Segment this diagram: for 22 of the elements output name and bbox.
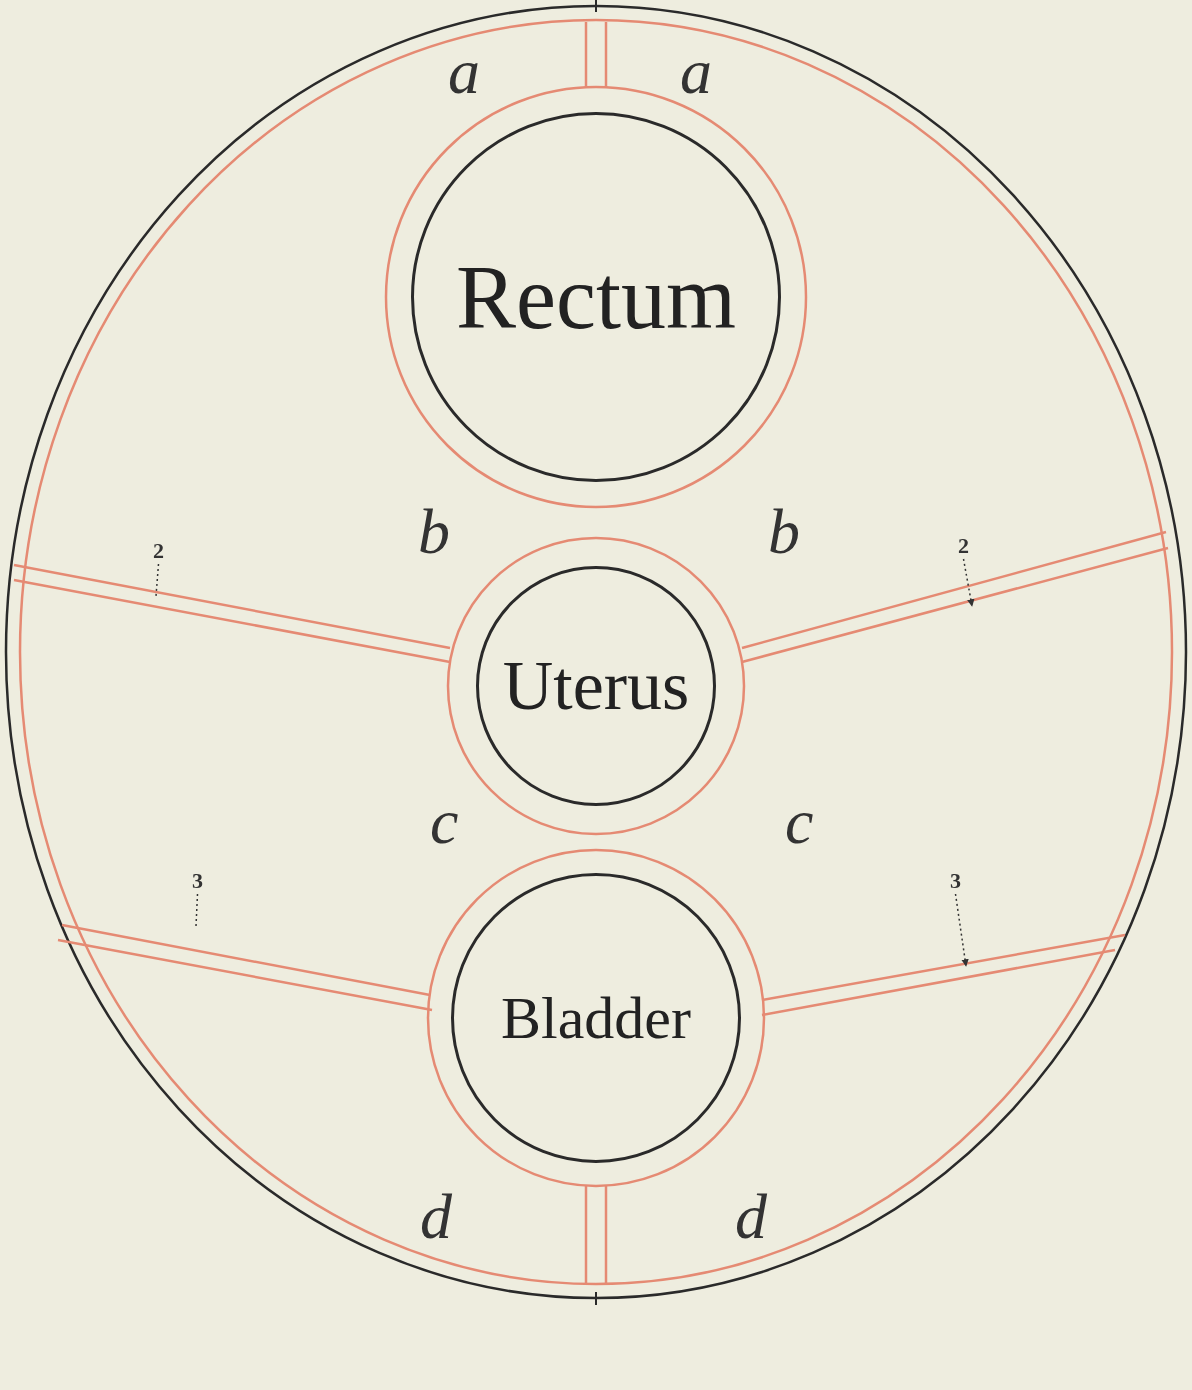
region-letter: c <box>785 790 814 854</box>
organ-name: Rectum <box>456 246 736 349</box>
region-letter: d <box>735 1185 767 1249</box>
callout-number: 3 <box>192 870 203 892</box>
region-letter: a <box>680 40 712 104</box>
leader-line <box>962 558 975 607</box>
organ-circle <box>411 112 781 482</box>
region-letter: c <box>430 790 459 854</box>
organ-circle <box>476 566 716 806</box>
leader-line <box>155 563 160 597</box>
callout-number: 2 <box>153 540 164 562</box>
callout-number: 3 <box>950 870 961 892</box>
organ-circle <box>451 873 741 1163</box>
region-letter: b <box>768 500 800 564</box>
leader-line <box>195 893 199 927</box>
leader-line <box>954 893 969 967</box>
organ-name: Bladder <box>501 983 691 1053</box>
region-letter: a <box>448 40 480 104</box>
organ-name: Uterus <box>502 646 690 726</box>
region-letter: b <box>418 500 450 564</box>
callout-number: 2 <box>958 535 969 557</box>
region-letter: d <box>420 1185 452 1249</box>
